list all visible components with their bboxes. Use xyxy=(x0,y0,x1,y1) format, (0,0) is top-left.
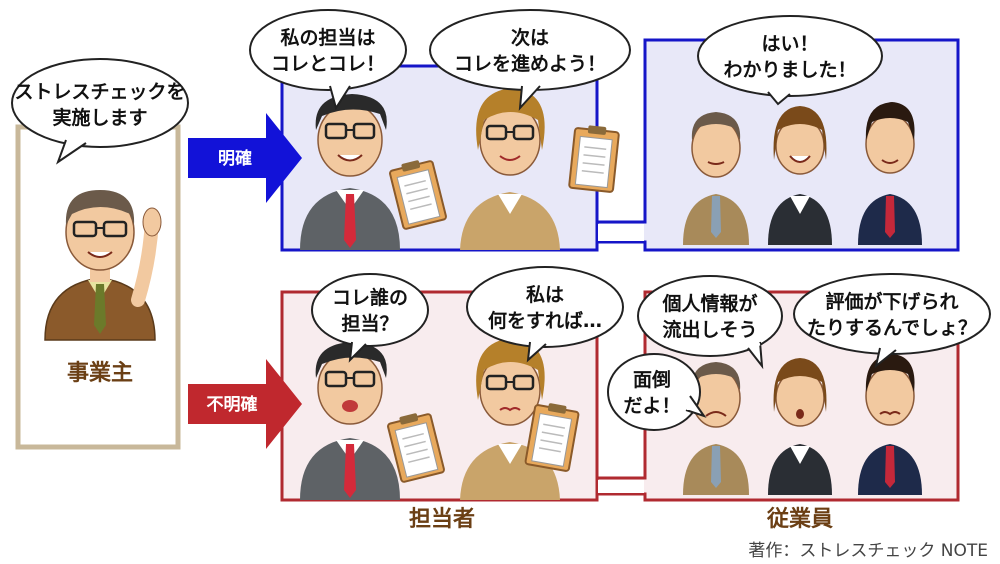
unclear-employee-1-speech-line-2: だよ！ xyxy=(623,395,680,417)
clear-staff-speech-bubble: 次は コレを進めよう！ xyxy=(429,9,631,111)
clear-staff-speech-line-2: コレを進めよう！ xyxy=(454,53,606,75)
unclear-employee-2-speech-line-1: 個人情報が xyxy=(661,292,757,315)
clear-arrow: 明確 xyxy=(188,113,302,203)
unclear-staff-figure xyxy=(460,338,560,500)
clear-employee-1-figure xyxy=(683,112,749,245)
employees-label: 従業員 xyxy=(766,506,833,532)
unclear-employee-1-speech-line-1: 面倒 xyxy=(633,368,671,391)
unclear-employee-1-speech-bubble: 面倒 だよ！ xyxy=(607,353,707,431)
unclear-employee-3-speech-line-1: 評価が下げられ xyxy=(825,290,958,313)
unclear-employee-2-speech-line-2: 流出しそう xyxy=(662,318,757,341)
clear-employees-speech-bubble: はい！ わかりました！ xyxy=(697,15,883,106)
employer-label: 事業主 xyxy=(67,360,133,386)
unclear-manager-figure xyxy=(300,342,400,500)
employer-speech-line-2: 実施します xyxy=(52,106,147,129)
clear-manager-speech-line-1: 私の担当は xyxy=(280,26,375,49)
clear-arrow-label: 明確 xyxy=(218,148,252,169)
employer-speech-bubble: ストレスチェックを 実施します xyxy=(11,58,189,165)
person-in-charge-label: 担当者 xyxy=(409,507,475,532)
clear-employees-speech-line-2: わかりました！ xyxy=(723,59,856,81)
clear-manager-speech-line-2: コレとコレ！ xyxy=(271,53,385,75)
unclear-arrow-label: 不明確 xyxy=(207,394,258,415)
unclear-manager-speech-line-1: コレ誰の xyxy=(332,286,408,309)
clear-employees-speech-line-1: はい！ xyxy=(761,33,818,55)
unclear-employee-1-figure xyxy=(683,362,749,495)
clear-manager-figure xyxy=(300,94,400,250)
unclear-employee-3-speech-bubble: 評価が下げられ たりするんでしょ？ xyxy=(793,273,991,369)
clear-staff-figure xyxy=(460,88,560,250)
unclear-manager-speech-bubble: コレ誰の 担当？ xyxy=(311,273,429,363)
unclear-arrow: 不明確 xyxy=(188,359,302,449)
employer-figure xyxy=(44,190,162,341)
unclear-manager-speech-line-2: 担当？ xyxy=(341,312,398,335)
credit-text: 著作：ストレスチェック NOTE xyxy=(748,541,988,561)
unclear-employee-2-speech-bubble: 個人情報が 流出しそう xyxy=(637,275,783,370)
unclear-staff-speech-line-1: 私は xyxy=(526,284,564,306)
clear-manager-speech-bubble: 私の担当は コレとコレ！ xyxy=(249,9,407,111)
clear-employee-2-figure xyxy=(768,106,832,245)
unclear-employee-2-figure xyxy=(768,358,832,495)
unclear-staff-speech-bubble: 私は 何をすれば… xyxy=(466,266,624,363)
unclear-employee-3-figure xyxy=(858,354,922,495)
unclear-employee-3-speech-line-2: たりするんでしょ？ xyxy=(807,317,977,339)
employer-speech-line-1: ストレスチェックを xyxy=(14,81,185,103)
clear-employee-3-figure xyxy=(858,102,922,245)
clear-staff-speech-line-1: 次は xyxy=(511,26,549,49)
unclear-staff-speech-line-2: 何をすれば… xyxy=(488,309,602,332)
